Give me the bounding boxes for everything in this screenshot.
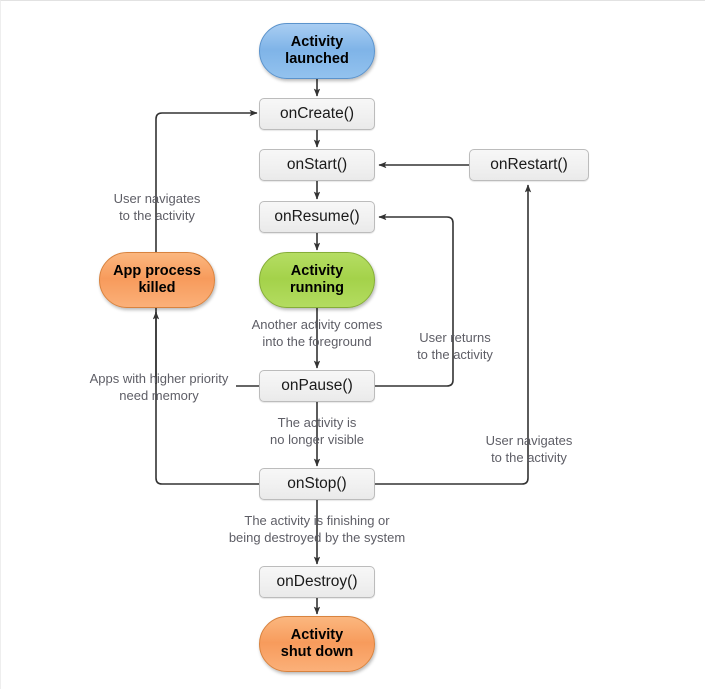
node-on-destroy-label: onDestroy() — [276, 572, 358, 590]
node-on-restart[interactable]: onRestart() — [469, 149, 589, 181]
node-on-stop[interactable]: onStop() — [259, 468, 375, 500]
node-on-resume-label: onResume() — [274, 207, 360, 225]
node-on-stop-label: onStop() — [287, 474, 347, 492]
node-on-create[interactable]: onCreate() — [259, 98, 375, 130]
node-on-start[interactable]: onStart() — [259, 149, 375, 181]
node-on-start-label: onStart() — [286, 155, 348, 173]
node-on-create-label: onCreate() — [279, 104, 355, 122]
node-on-restart-label: onRestart() — [490, 155, 568, 173]
node-on-pause[interactable]: onPause() — [259, 370, 375, 402]
node-on-destroy[interactable]: onDestroy() — [259, 566, 375, 598]
node-on-pause-label: onPause() — [281, 376, 353, 394]
node-on-resume[interactable]: onResume() — [259, 201, 375, 233]
